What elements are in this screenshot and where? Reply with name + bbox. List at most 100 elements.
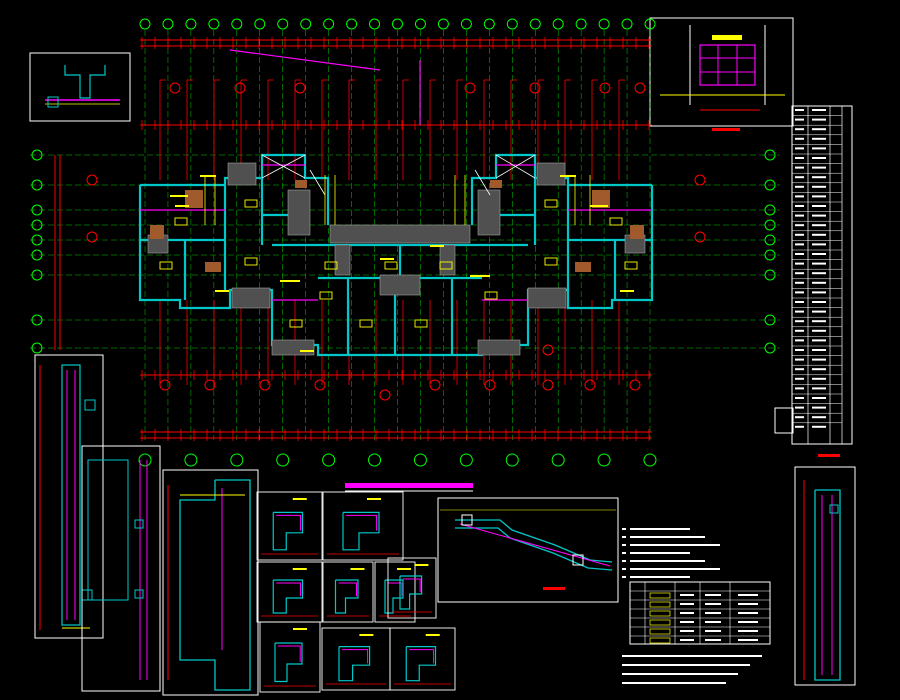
wall-elevation-detail <box>34 354 104 639</box>
grid-axis-bubble <box>300 18 312 30</box>
section-callout <box>429 379 441 391</box>
grid-axis-bubble <box>31 249 43 261</box>
grid-axis-bubble <box>31 234 43 246</box>
section-callout <box>259 379 271 391</box>
grid-axis-bubble <box>506 18 518 30</box>
room-tag <box>484 291 498 300</box>
grid-axis-bubble <box>346 18 358 30</box>
section-callout <box>529 82 541 94</box>
grid-axis-bubble <box>185 18 197 30</box>
stair-section <box>437 497 619 603</box>
grid-axis-bubble <box>505 453 519 467</box>
section-callout <box>464 82 476 94</box>
column-elevation-detail <box>794 454 856 686</box>
grid-axis-bubble <box>231 18 243 30</box>
section-callout <box>542 344 554 356</box>
top-right-detail <box>649 17 794 131</box>
grid-axis-bubble <box>277 18 289 30</box>
grid-axis-bubble <box>764 269 776 281</box>
grid-axis-bubble <box>764 219 776 231</box>
grid-axis-bubble <box>529 18 541 30</box>
grid-axis-bubble <box>323 18 335 30</box>
section-callout <box>484 379 496 391</box>
room-tag <box>544 199 558 208</box>
grid-axis-bubble <box>31 219 43 231</box>
grid-axis-bubble <box>644 18 656 30</box>
grid-axis-bubble <box>551 453 565 467</box>
grid-axis-bubble <box>764 204 776 216</box>
section-callout <box>86 231 98 243</box>
section-callout <box>694 231 706 243</box>
grid-axis-bubble <box>414 18 426 30</box>
section-callout <box>629 379 641 391</box>
section-callout <box>294 82 306 94</box>
section-elevations <box>81 445 259 696</box>
grid-axis-bubble <box>459 453 473 467</box>
floor-plan <box>30 18 780 467</box>
grid-axis-bubble <box>621 18 633 30</box>
grid-axis-bubble <box>31 149 43 161</box>
grid-axis-bubble <box>764 314 776 326</box>
grid-axis-bubble <box>31 204 43 216</box>
grid-axis-bubble <box>369 18 381 30</box>
section-callout <box>159 379 171 391</box>
grid-axis-bubble <box>392 18 403 30</box>
rebar-schedule-table <box>774 105 853 445</box>
section-callout <box>584 379 596 391</box>
room-tag <box>384 261 398 270</box>
grid-axis-bubble <box>437 18 449 30</box>
grid-axis-bubble <box>643 453 657 467</box>
grid-axis-bubble <box>460 18 472 30</box>
detail-sheet-title <box>345 483 473 492</box>
top-left-detail <box>29 52 131 122</box>
room-tag <box>244 199 258 208</box>
section-callout <box>694 174 706 186</box>
grid-axis-bubble <box>31 342 43 354</box>
hatch-areas <box>147 162 646 356</box>
grid-axis-bubble <box>764 342 776 354</box>
room-tag <box>544 257 558 266</box>
section-callout <box>204 379 216 391</box>
grid-axis-bubble <box>597 453 611 467</box>
section-detail-frame <box>389 627 456 691</box>
room-tag <box>319 291 333 300</box>
room-tag <box>624 261 638 270</box>
grid-axis-bubble <box>368 453 382 467</box>
grid-axis-bubble <box>184 453 198 467</box>
section-detail-frame <box>387 557 437 619</box>
grid-axis-bubble <box>139 18 151 30</box>
section-details <box>256 491 456 693</box>
grid-axis-bubble <box>31 179 43 191</box>
grid-axis-bubble <box>764 179 776 191</box>
room-tag <box>174 217 188 226</box>
room-tag <box>414 319 428 328</box>
detail-caption-mark <box>712 128 740 131</box>
grid-axis-bubble <box>322 453 336 467</box>
grid-axis-bubble <box>764 234 776 246</box>
section-detail-frame <box>259 621 321 693</box>
room-tag <box>289 319 303 328</box>
grid-axis-bubble <box>764 249 776 261</box>
section-callout <box>542 379 554 391</box>
grid-axis-bubble <box>575 18 587 30</box>
section-detail-frame <box>322 561 374 623</box>
section-callout <box>234 82 246 94</box>
grid-axis-bubble <box>162 18 174 30</box>
section-detail-frame <box>256 491 323 561</box>
room-tag <box>159 261 173 270</box>
grid-axis-bubble <box>483 18 495 30</box>
grid-axis-bubble <box>764 149 776 161</box>
room-tag <box>359 319 373 328</box>
section-callout <box>314 379 326 391</box>
grid-axis-bubble <box>598 18 610 30</box>
general-notes <box>622 528 771 684</box>
section-detail-frame <box>374 561 416 623</box>
grid-axis-bubble <box>230 453 244 467</box>
grid-axis-bubble <box>31 314 43 326</box>
section-callout <box>634 82 646 94</box>
grid-axis-bubble <box>208 18 220 30</box>
section-callout <box>86 174 98 186</box>
grid-axis-bubble <box>31 269 43 281</box>
section-callout <box>379 389 391 401</box>
